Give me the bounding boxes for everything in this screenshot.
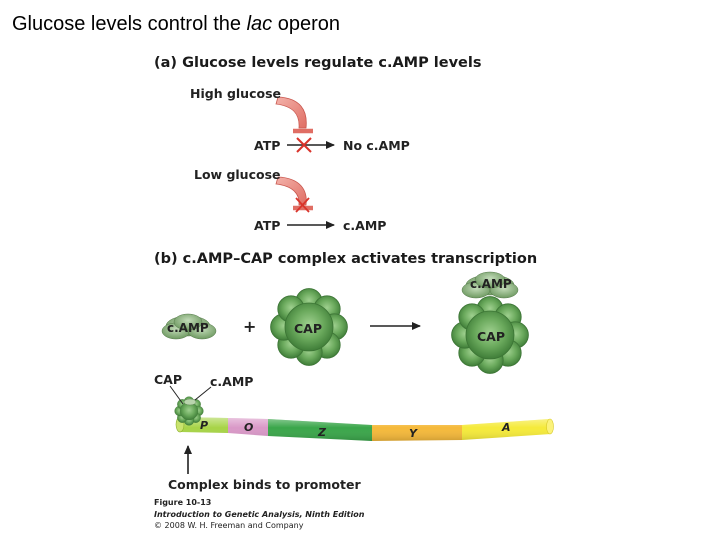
cross-icon-low (295, 197, 310, 213)
pointer-camp (194, 386, 212, 401)
camp-label-output: c.AMP (343, 218, 387, 233)
gene-label-o: O (244, 421, 254, 434)
dna-camp-label: c.AMP (210, 374, 254, 389)
low-glucose-label: Low glucose (194, 167, 281, 182)
atp-label-top: ATP (254, 138, 281, 153)
camp-shape-bound (183, 398, 197, 406)
camp-shape-complex (461, 271, 519, 299)
gene-label-z: Z (318, 426, 326, 439)
figure-number: Figure 10-13 (154, 498, 212, 507)
gene-label-p: P (200, 419, 209, 432)
slide-title: Glucose levels control the lac operon (12, 13, 340, 35)
gene-label-y: Y (409, 427, 417, 440)
no-camp-label: No c.AMP (343, 138, 410, 153)
binds-promoter-label: Complex binds to promoter (168, 477, 361, 492)
pointer-cap (169, 385, 184, 405)
panel-a-heading: (a) Glucose levels regulate c.AMP levels (154, 55, 482, 71)
high-glucose-label: High glucose (190, 86, 281, 101)
camp-shape-left (161, 313, 217, 340)
plus-sign: + (243, 317, 257, 336)
complex-cap-label: CAP (477, 329, 506, 344)
inhibition-high-glucose (275, 96, 307, 129)
cross-icon (296, 137, 312, 153)
inhibition-low-glucose (275, 176, 307, 206)
book-title: Introduction to Genetic Analysis, Ninth … (154, 510, 365, 519)
cap-label-left: CAP (294, 321, 323, 336)
complex-camp-label: c.AMP (470, 277, 512, 291)
panel-b-heading: (b) c.AMP–CAP complex activates transcri… (154, 251, 538, 267)
dna-strand (175, 416, 554, 441)
copyright: © 2008 W. H. Freeman and Company (154, 521, 304, 530)
camp-label-left: c.AMP (167, 321, 209, 335)
dna-cap-label: CAP (154, 372, 183, 387)
gene-label-a: A (502, 421, 511, 434)
atp-label-bottom: ATP (254, 218, 281, 233)
